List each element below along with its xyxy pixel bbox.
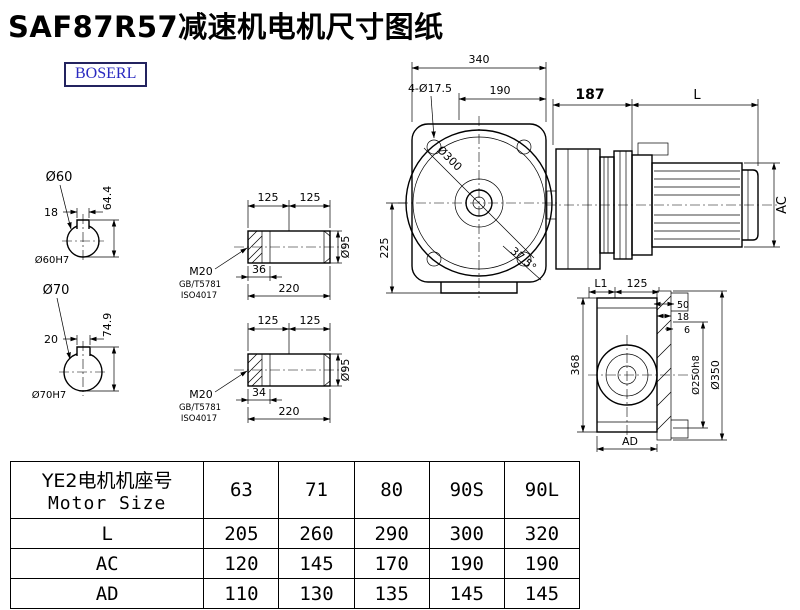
bolt-hole <box>426 139 442 155</box>
size-column-63: 63 <box>203 461 280 519</box>
dim-125a-label: 125 <box>258 314 279 327</box>
table-row-AC: AC 120 145 170 190 190 <box>9 548 581 579</box>
keyway-70 <box>76 346 91 356</box>
table-cell: 130 <box>278 578 355 609</box>
dim-34-label: 34 <box>252 386 266 399</box>
rear-view: L1 125 50 18 6 368 Ø250h8 Ø350 <box>569 277 727 452</box>
dim-L1-label: L1 <box>594 277 607 290</box>
dia-70-label: Ø70 <box>43 283 70 298</box>
dim-190-label: 190 <box>490 84 511 97</box>
bore-height-70-label: 74.9 <box>101 313 114 338</box>
dim-50-label: 50 <box>677 300 689 311</box>
dim-125-label: 125 <box>627 277 648 290</box>
bore-60-label: Ø60H7 <box>35 254 69 266</box>
angle-label: 37.5° <box>508 245 539 274</box>
technical-drawing: 340 190 4-Ø17.5 Ø300 225 37.5° <box>32 53 790 452</box>
dim-187-label: 187 <box>575 87 604 103</box>
table-cell: 300 <box>428 518 505 549</box>
dim-340-label: 340 <box>469 53 490 66</box>
row-label: AC <box>9 548 205 579</box>
dim-125a-label: 125 <box>258 191 279 204</box>
motor-size-label-cn: YE2电机机座号 <box>41 470 173 492</box>
size-column-80: 80 <box>353 461 430 519</box>
table-cell: 190 <box>503 548 581 579</box>
side-view: 187 L AC <box>546 87 790 270</box>
bolt-note-label: 4-Ø17.5 <box>408 82 452 95</box>
flange-dia-label: Ø300 <box>434 143 464 173</box>
thread-label: M20 <box>189 265 213 278</box>
shaft-section-60: 18 64.4 Ø60 Ø60H7 <box>35 170 119 266</box>
dim-368-label: 368 <box>569 355 582 376</box>
table-cell: 145 <box>428 578 505 609</box>
bolt-hole <box>516 251 532 267</box>
row-label: AD <box>9 578 205 609</box>
shaft-detail-top: 125 125 M20 GB/T5781 ISO4017 36 220 Ø95 <box>179 191 352 301</box>
table-cell: 145 <box>503 578 581 609</box>
table-cell: 190 <box>428 548 505 579</box>
dim-125b-label: 125 <box>300 191 321 204</box>
table-cell: 135 <box>353 578 430 609</box>
size-column-71: 71 <box>278 461 355 519</box>
motor-body <box>651 162 743 248</box>
bolt-hole <box>426 251 442 267</box>
dim-225-label: 225 <box>378 238 391 259</box>
dim-220-label: 220 <box>279 405 300 418</box>
gear-housing <box>555 148 601 270</box>
page-title: SAF87R57减速机电机尺寸图纸 <box>8 10 444 44</box>
table-cell: 260 <box>278 518 355 549</box>
thread-label: M20 <box>189 388 213 401</box>
brand-logo: BOSERL <box>64 62 148 87</box>
front-view: 340 190 4-Ø17.5 Ø300 225 37.5° <box>378 53 560 298</box>
table-cell: 145 <box>278 548 355 579</box>
dim-L-label: L <box>693 88 701 103</box>
torque-flange <box>656 290 672 441</box>
dia-95-label: Ø95 <box>339 236 352 259</box>
motor-size-label-en: Motor Size <box>47 493 167 514</box>
key-width-60-label: 18 <box>44 206 58 219</box>
table-header-row: YE2电机机座号 Motor Size 63 71 80 90S 90L <box>9 461 581 519</box>
bolt-hole <box>516 139 532 155</box>
table-cell: 205 <box>203 518 280 549</box>
bore-height-60-label: 64.4 <box>101 186 114 211</box>
table-cell: 120 <box>203 548 280 579</box>
table-cell: 320 <box>503 518 581 549</box>
dim-18-label: 18 <box>677 312 689 323</box>
bore-70-label: Ø70H7 <box>32 389 66 401</box>
dim-AC-label: AC <box>775 196 790 214</box>
std-iso-label: ISO4017 <box>181 291 217 301</box>
row-label: L <box>9 518 205 549</box>
table-row-AD: AD 110 130 135 145 145 <box>9 578 581 609</box>
dim-AD-label: AD <box>622 435 638 448</box>
std-gb-label: GB/T5781 <box>179 403 221 413</box>
dim-6-label: 6 <box>684 325 690 336</box>
dim-36-label: 36 <box>252 263 266 276</box>
table-cell: 110 <box>203 578 280 609</box>
shaft-detail-bottom: 125 125 M20 GB/T5781 ISO4017 34 220 Ø95 <box>179 314 352 424</box>
motor-size-table: YE2电机机座号 Motor Size 63 71 80 90S 90L L 2… <box>9 461 581 609</box>
dia-350-label: Ø350 <box>709 360 722 390</box>
size-column-90L: 90L <box>503 461 581 519</box>
size-column-90S: 90S <box>428 461 505 519</box>
dia-250-label: Ø250h8 <box>690 355 702 395</box>
dia-95-label: Ø95 <box>339 359 352 382</box>
std-iso-label: ISO4017 <box>181 414 217 424</box>
dim-220-label: 220 <box>279 282 300 295</box>
table-cell: 170 <box>353 548 430 579</box>
table-row-L: L 205 260 290 300 320 <box>9 518 581 549</box>
key-width-70-label: 20 <box>44 333 58 346</box>
dia-60-label: Ø60 <box>46 170 73 185</box>
motor-size-header-cell: YE2电机机座号 Motor Size <box>9 461 205 519</box>
shaft-section-70: 20 74.9 Ø70 Ø70H7 <box>32 283 119 401</box>
std-gb-label: GB/T5781 <box>179 280 221 290</box>
table-cell: 290 <box>353 518 430 549</box>
dim-125b-label: 125 <box>300 314 321 327</box>
terminal-box <box>637 142 669 156</box>
